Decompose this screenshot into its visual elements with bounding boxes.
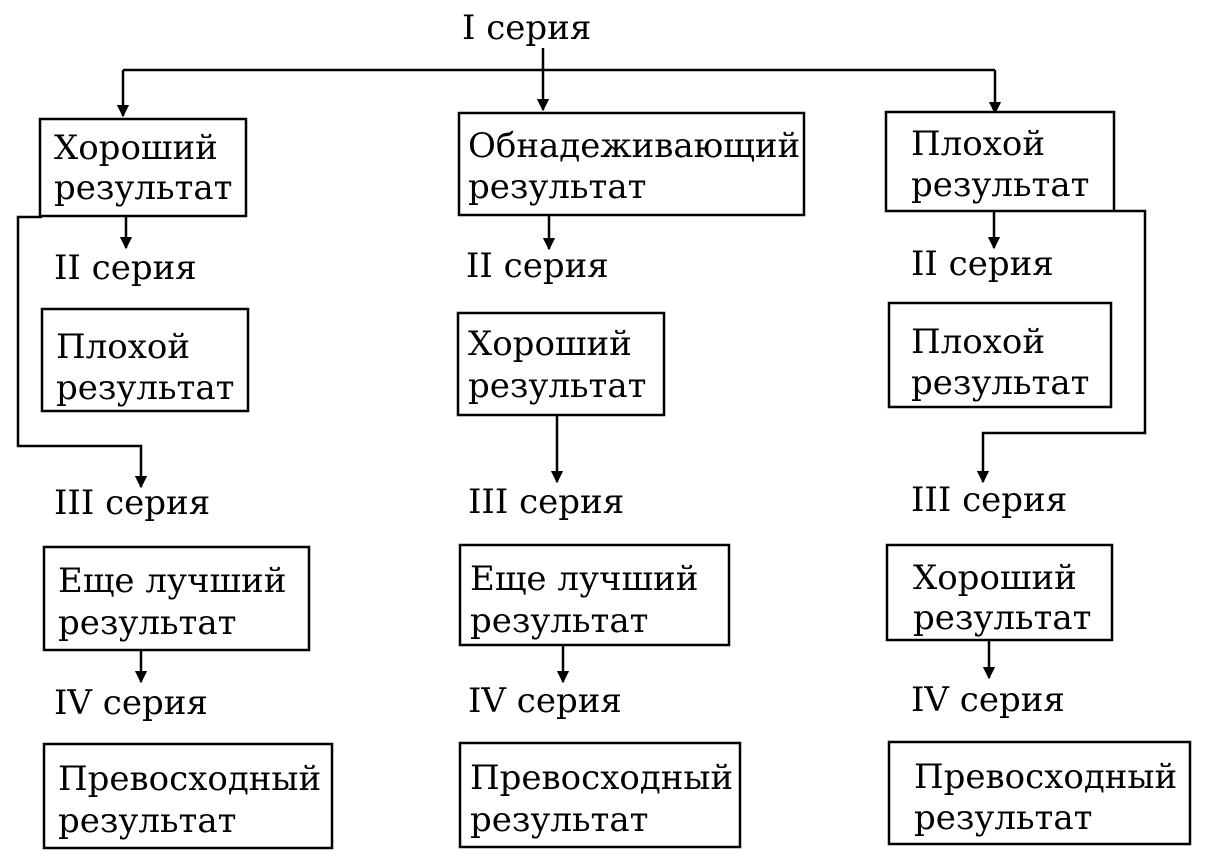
column-1: Хороший результат II серия Плохой резуль… (38, 117, 334, 850)
col3-result-2-line1: Плохой (911, 322, 1045, 362)
col3-series-2-label: II серия (911, 244, 1054, 284)
col1-result-1-line2: результат (54, 168, 232, 208)
col3-series-3-label: III серия (911, 480, 1067, 520)
col2-series-3-label: III серия (468, 482, 624, 522)
col3-result-box-4 (887, 740, 1192, 846)
col1-result-2-line1: Плохой (56, 327, 190, 367)
col2-result-3-line1: Еще лучший (470, 559, 698, 599)
col2-result-2-line2: результат (468, 366, 646, 406)
col1-result-3-line1: Еще лучший (58, 561, 286, 601)
col3-series-4-label: IV серия (911, 680, 1065, 720)
connectors (16, 48, 1147, 684)
arrow-col3-r1-to-s3 (976, 209, 1147, 484)
col1-result-1-line1: Хороший (54, 128, 218, 168)
col3-result-box-1 (884, 110, 1116, 213)
col1-result-2-line2: результат (56, 368, 234, 408)
col3-result-3-line1: Хороший (913, 558, 1077, 598)
col3-result-2-line2: результат (911, 363, 1089, 403)
col2-series-2-label: II серия (466, 246, 609, 286)
col2-result-2-line1: Хороший (468, 324, 632, 364)
col2-result-4-line2: результат (470, 800, 648, 840)
col1-series-3-label: III серия (54, 483, 210, 523)
col1-result-box-4 (42, 742, 334, 850)
col2-result-box-1 (457, 111, 806, 217)
col3-result-4-line1: Превосходный (914, 757, 1177, 797)
col3-result-box-2 (887, 301, 1113, 409)
col3-result-box-3 (885, 543, 1114, 642)
col3-result-3-line2: результат (913, 598, 1091, 638)
col1-result-4-line1: Превосходный (58, 759, 321, 799)
col3-result-1-line1: Плохой (911, 124, 1045, 164)
col2-result-box-4 (458, 741, 742, 849)
arrow-col1-r1-to-s3 (16, 215, 148, 489)
top-series-label: I серия (462, 8, 591, 48)
col1-result-box-1 (38, 117, 248, 218)
col1-result-box-2 (40, 307, 250, 413)
col3-result-4-line2: результат (914, 798, 1092, 838)
column-3: Плохой результат II серия Плохой результ… (884, 110, 1192, 846)
column-2: Обнадеживающий результат II серия Хороши… (456, 111, 806, 849)
col2-result-3-line2: результат (470, 601, 648, 641)
col1-result-4-line2: результат (58, 801, 236, 841)
col1-series-2-label: II серия (54, 248, 197, 288)
col2-result-box-2 (456, 311, 666, 417)
col2-series-4-label: IV серия (468, 681, 622, 721)
col2-result-1-line1: Обнадеживающий (468, 126, 800, 166)
col2-result-box-3 (458, 543, 731, 647)
col1-result-3-line2: результат (58, 603, 236, 643)
col2-result-4-line1: Превосходный (470, 758, 733, 798)
col2-result-1-line2: результат (468, 167, 646, 207)
col1-series-4-label: IV серия (54, 683, 208, 723)
col1-result-box-3 (42, 545, 311, 652)
col3-result-1-line2: результат (911, 165, 1089, 205)
